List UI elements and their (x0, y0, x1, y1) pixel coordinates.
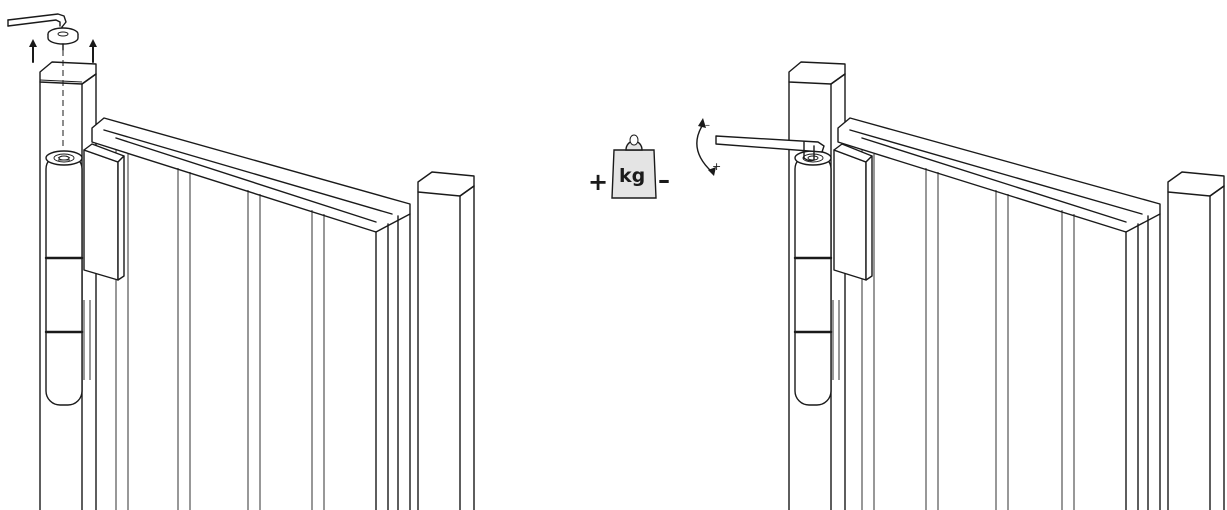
rotation-arrow-icon: – + (696, 118, 721, 176)
left-hinge (44, 143, 125, 406)
hinge-cap-icon (47, 27, 79, 51)
right-hinge (793, 143, 873, 406)
left-gate (91, 117, 411, 510)
rotation-plus-label: + (712, 160, 721, 173)
minus-sign: – (658, 166, 670, 194)
weight-adjust-symbol: + kg – (588, 134, 670, 199)
weight-unit-label: kg (619, 165, 645, 187)
left-scene (7, 13, 475, 510)
right-far-post (1167, 171, 1225, 510)
rotation-minus-label: – (705, 120, 710, 131)
weight-icon (611, 134, 657, 199)
hex-key-icon (715, 135, 825, 162)
left-right-post (417, 171, 475, 510)
right-gate (837, 117, 1161, 510)
up-arrow-icon (29, 39, 97, 63)
right-scene: – + (696, 61, 1225, 510)
plus-sign: + (588, 168, 608, 196)
